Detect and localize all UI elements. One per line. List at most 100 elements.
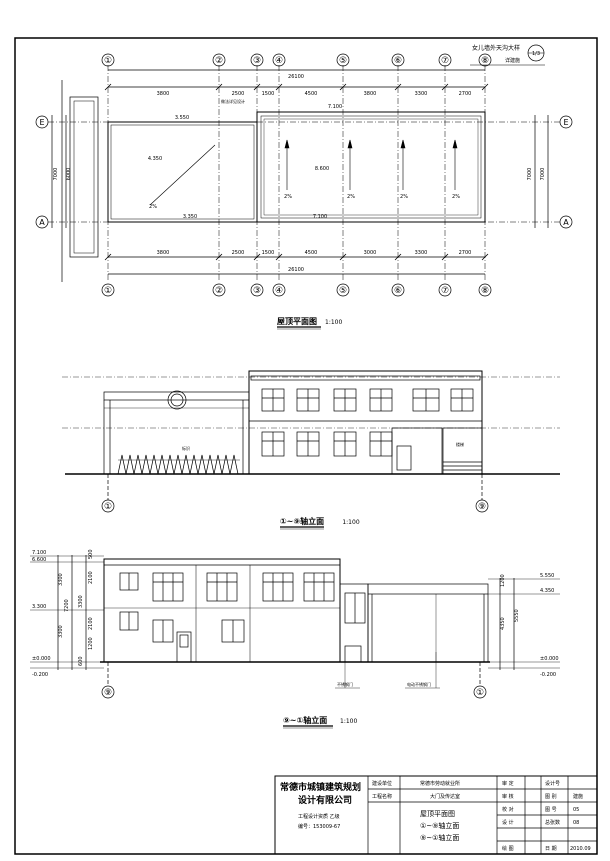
cert-text: 工程设计资质 乙级 bbox=[298, 813, 340, 820]
dim-top-6: 3300 bbox=[415, 91, 428, 97]
sheet-border bbox=[14, 37, 598, 855]
right-small-dim: 7000 bbox=[540, 168, 546, 181]
elev2-level-left-4: ±0.000 bbox=[32, 656, 51, 662]
title-block-text: 常德市城镇建筑规划 设计有限公司 工程设计资质 乙级 编号：153009-67 … bbox=[280, 780, 591, 852]
cert-no: 编号：153009-67 bbox=[298, 823, 340, 830]
roof-plan-axis-markers: ① ② ③ ④ ⑤ ⑥ ⑦ ⑧ ① ② ③ ④ ⑤ ⑥ ⑦ ⑧ E A E A bbox=[35, 53, 573, 297]
total-dim-bottom: 26100 bbox=[288, 267, 304, 273]
axis-bottom-8: ⑧ bbox=[481, 286, 489, 296]
axis-top-7: ⑦ bbox=[441, 56, 449, 66]
right2-value-2: 建施 bbox=[573, 793, 583, 800]
detail-ref: 1/3 bbox=[532, 51, 540, 57]
axis-bottom-7: ⑦ bbox=[441, 286, 449, 296]
dim-bottom-4: 4500 bbox=[305, 250, 318, 256]
dim-top-2: 2500 bbox=[232, 91, 245, 97]
elev1-scale: 1:100 bbox=[342, 519, 359, 526]
elev1-axis-right: ⑨ bbox=[478, 502, 486, 512]
dim-bottom-7: 2700 bbox=[459, 250, 472, 256]
axis-top-1: ① bbox=[104, 56, 112, 66]
elevation-1 bbox=[62, 370, 560, 513]
elev2-label-door-1: 不锈钢门 bbox=[337, 681, 353, 687]
elev-right-top: 7.100 bbox=[328, 104, 342, 110]
elev-right-bottom: 7.100 bbox=[313, 214, 327, 220]
elev2-scale: 1:100 bbox=[340, 718, 357, 725]
dim-bottom-1: 3800 bbox=[157, 250, 170, 256]
elev2-level-left-1: 7.100 bbox=[32, 550, 46, 556]
right2-value-3: 05 bbox=[573, 807, 579, 813]
axis-top-2: ② bbox=[215, 56, 223, 66]
side-dim-inner: 6000 bbox=[66, 168, 72, 181]
dim-top-4: 4500 bbox=[305, 91, 318, 97]
detail-callout: 女儿墙外天沟大样 1/3 详建施 bbox=[470, 44, 545, 66]
elev2-dim-outer-1: 3300 bbox=[58, 573, 64, 586]
side-dim-right: 7000 bbox=[527, 168, 533, 181]
company-line1: 常德市城镇建筑规划 bbox=[280, 781, 361, 793]
axis-bottom-3: ③ bbox=[253, 286, 261, 296]
elev2-dim-right-3: 5550 bbox=[514, 609, 520, 622]
elev2-dim-inner-6: 600 bbox=[78, 656, 84, 666]
axis-top-4: ④ bbox=[275, 56, 283, 66]
title-block bbox=[274, 775, 598, 855]
axis-row-a-left: A bbox=[39, 218, 45, 227]
axis-top-3: ③ bbox=[253, 56, 261, 66]
detail-note: 女儿墙外天沟大样 bbox=[472, 44, 520, 52]
axis-bottom-1: ① bbox=[104, 286, 112, 296]
plan-scale: 1:100 bbox=[325, 319, 342, 326]
elev2-dim-total: 7200 bbox=[64, 599, 70, 612]
elev2-level-left-3: 3.300 bbox=[32, 604, 46, 610]
dim-bottom-5: 3000 bbox=[364, 250, 377, 256]
row-value-2: 大门及传达室 bbox=[430, 793, 460, 800]
elev2-label-door-2: 电动不锈钢门 bbox=[407, 681, 431, 687]
elev1-title: ①~⑨轴立面 bbox=[280, 516, 324, 526]
elev2-dim-inner-4: 2100 bbox=[88, 617, 94, 630]
drawing-name-3: ⑨~①轴立面 bbox=[420, 833, 459, 842]
elev1-axis-left: ① bbox=[104, 502, 112, 512]
detail-sub: 详建施 bbox=[505, 57, 520, 64]
elev2-axis-left: ⑨ bbox=[104, 688, 112, 698]
elevation-2-labels: ⑨ ① 7.100 6.600 3.300 ±0.000 -0.200 5.55… bbox=[32, 549, 559, 729]
plan-title: 屋顶平面图 bbox=[277, 316, 317, 326]
dim-top-1: 3800 bbox=[157, 91, 170, 97]
right-label-1: 审 定 bbox=[502, 780, 514, 787]
axis-bottom-5: ⑤ bbox=[339, 286, 347, 296]
elevation-2 bbox=[30, 555, 560, 699]
elev2-dim-inner-1: 500 bbox=[88, 549, 94, 559]
elev2-level-right-3: ±0.000 bbox=[540, 656, 559, 662]
company-line2: 设计有限公司 bbox=[298, 794, 352, 806]
right2-label-2: 图 别 bbox=[545, 793, 557, 800]
row-value-1: 常德市劳动就业所 bbox=[420, 780, 460, 787]
right2-label-4: 总张数 bbox=[545, 819, 560, 826]
right-label-5: 绘 图 bbox=[502, 845, 514, 852]
right2-value-5: 2010.09 bbox=[570, 846, 591, 852]
right-label-4: 设 计 bbox=[502, 819, 514, 826]
drawing-name-1: 屋顶平面图 bbox=[420, 810, 455, 818]
slope-left: 2% bbox=[149, 204, 157, 210]
axis-top-8: ⑧ bbox=[481, 56, 489, 66]
roof-plan bbox=[48, 65, 560, 282]
gutter-note: 做法详见设计 bbox=[221, 98, 245, 104]
elev2-dim-inner-5: 1200 bbox=[88, 637, 94, 650]
axis-top-6: ⑥ bbox=[394, 56, 402, 66]
slope-right-1: 2% bbox=[284, 194, 292, 200]
slope-right-2: 2% bbox=[347, 194, 355, 200]
elev2-title: ⑨~①轴立面 bbox=[283, 715, 327, 725]
elev2-level-right-4: -0.200 bbox=[540, 672, 556, 678]
dim-top-5: 3800 bbox=[364, 91, 377, 97]
elev-right-mid: 8.600 bbox=[315, 166, 329, 172]
axis-top-5: ⑤ bbox=[339, 56, 347, 66]
axis-bottom-2: ② bbox=[215, 286, 223, 296]
drawing-name-2: ①~⑨轴立面 bbox=[420, 821, 459, 830]
elev2-dim-outer-2: 3300 bbox=[58, 625, 64, 638]
axis-row-a-right: A bbox=[563, 218, 569, 227]
right-label-2: 审 核 bbox=[502, 793, 514, 800]
elev2-level-left-2: 6.600 bbox=[32, 557, 46, 563]
axis-bottom-6: ⑥ bbox=[394, 286, 402, 296]
right2-value-4: 08 bbox=[573, 820, 579, 826]
elev2-level-right-2: 4.350 bbox=[540, 588, 554, 594]
slope-right-4: 2% bbox=[452, 194, 460, 200]
roof-plan-dimensions: 26100 3800 2500 1500 4500 3800 3300 2700… bbox=[53, 74, 546, 273]
elev1-sign-text: 标识 bbox=[182, 445, 190, 451]
axis-row-e-left: E bbox=[39, 118, 44, 127]
elev2-dim-inner-2: 2100 bbox=[88, 571, 94, 584]
